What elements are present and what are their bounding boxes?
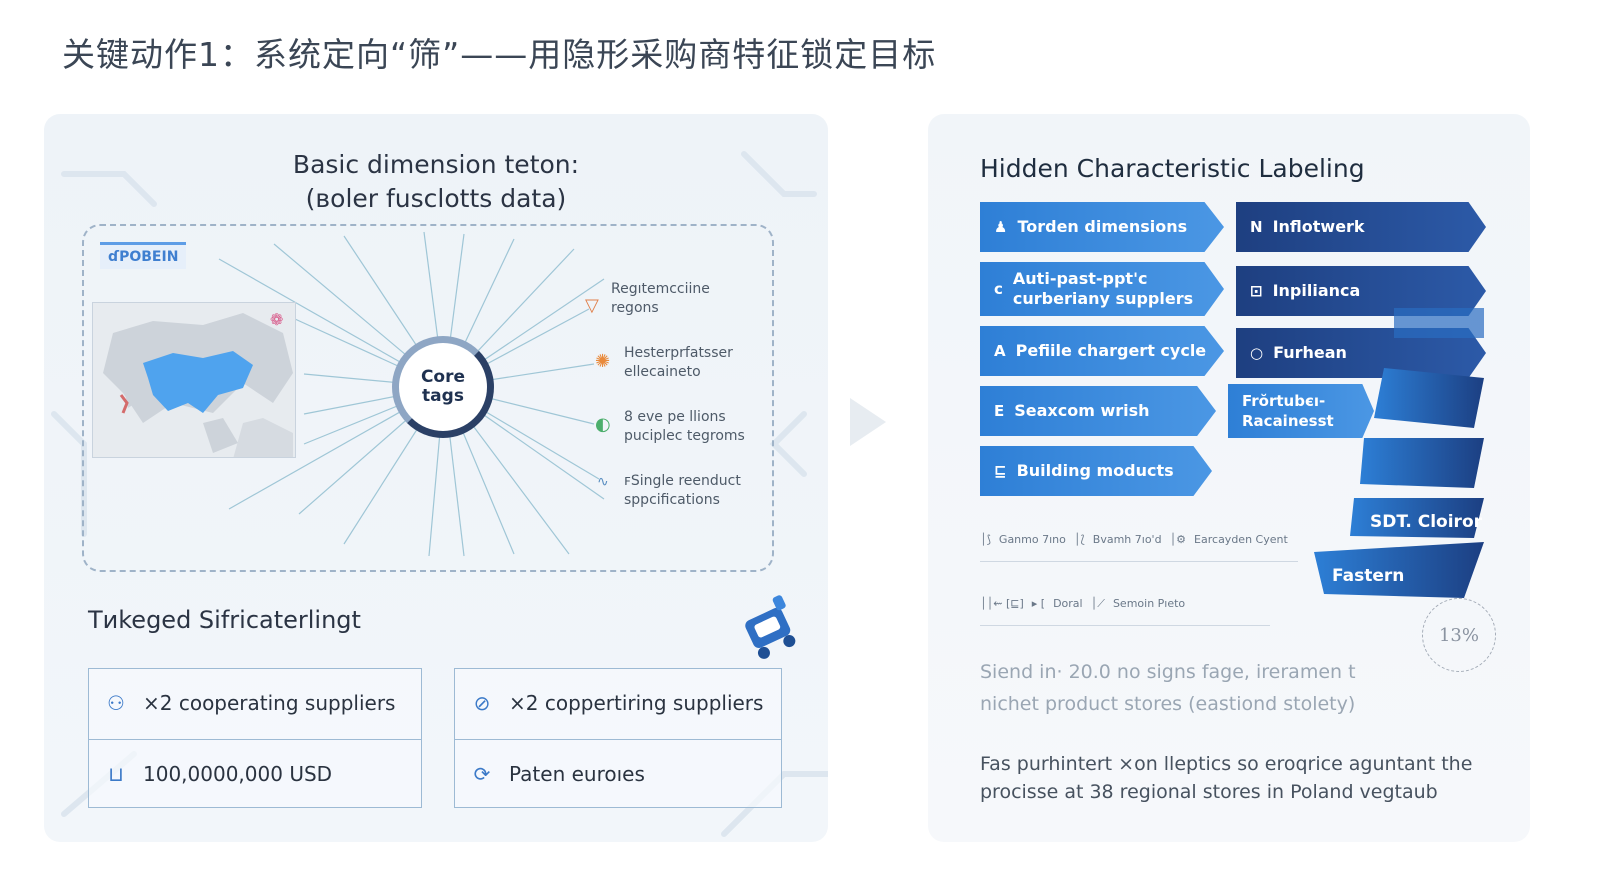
basic-dimension-panel: Basic dimension teton: (воler fusclotts … bbox=[44, 114, 828, 842]
map-frame bbox=[82, 224, 774, 572]
stat-box-left: ⚇ ×2 cooperating suppliers ⊔ 100,0000,00… bbox=[88, 668, 422, 808]
description-paragraph-1: Siend in· 20.0 no signs fage, ireramen t… bbox=[980, 661, 1356, 715]
chevron-profile-cycle: A Pefiile chargert cycle bbox=[980, 326, 1224, 376]
chevron-fortubex: Frŏrtubєı- Racainesst bbox=[1228, 384, 1374, 438]
bracket-icon: │⟆ bbox=[980, 533, 991, 546]
stat-row-patent: ⟳ Paten euroıes bbox=[455, 739, 781, 807]
right-label-regions: Regıtemcciine regons bbox=[611, 281, 710, 316]
europe-tag: ɗPOBEIN bbox=[100, 242, 187, 269]
bracket-icon: │⟅ bbox=[1073, 533, 1085, 546]
chevron-search-wish: E Seaxcom wrish bbox=[980, 386, 1216, 436]
stat-row-usd: ⊔ 100,0000,000 USD bbox=[89, 739, 421, 807]
flow-icon: ││⇜ [⊑] bbox=[980, 597, 1024, 610]
chevron-inpiliance: ⊡ Inpiliancа bbox=[1236, 266, 1486, 316]
wave-icon: ∿ bbox=[597, 474, 609, 490]
core-tags-hub: Core tags bbox=[392, 336, 494, 438]
pin-icon: ▽ bbox=[585, 295, 599, 316]
hidden-characteristic-title: Hidden Characteristic Labeling bbox=[980, 154, 1365, 183]
ribbon-label-sdt: SDT. Cloiror bbox=[1370, 512, 1483, 532]
ribbon-label-fastern: Fastern bbox=[1332, 566, 1405, 586]
pie-icon: ◐ bbox=[595, 414, 611, 435]
chevron-building-products: ⊑ Building moducts bbox=[980, 446, 1212, 496]
chevron-torden-dimensions: ♟ Torden dimensions bbox=[980, 202, 1224, 252]
arrow-right-icon bbox=[850, 398, 886, 446]
robot-icon bbox=[745, 595, 796, 659]
play-icon: ▸ [ bbox=[1031, 597, 1046, 610]
code-row-1: │⟆ Ganmo 7ıno │⟅ Bvamh 7ıo'd │⚙ Earcayde… bbox=[980, 518, 1298, 562]
map-pin-icon: ❁ bbox=[270, 310, 284, 329]
stat-row-competing: ⊘ ×2 coppertiring suppliers bbox=[455, 669, 781, 737]
percentage-seal: 13% bbox=[1422, 598, 1496, 672]
gear-icon: ✺ bbox=[595, 351, 611, 372]
europe-map bbox=[92, 302, 296, 458]
spiral-ribbon bbox=[1314, 308, 1484, 598]
check-circle-icon: ⊘ bbox=[473, 691, 491, 715]
description-paragraph-2: Fas purhintert ×on lleptics so eroqrice … bbox=[980, 753, 1473, 803]
page-title: 关键动作1：系统定向“筛”——用隐形采购商特征锁定目标 bbox=[62, 35, 937, 74]
person-icon: ♟ bbox=[994, 218, 1008, 236]
people-icon: ⚇ bbox=[107, 691, 125, 715]
right-label-specifications: ꜰSingle reenduct sppcifications bbox=[624, 473, 741, 508]
slash-icon: │⟋ bbox=[1090, 596, 1105, 610]
basic-dimension-title: Basic dimension teton: (воler fusclotts … bbox=[292, 150, 580, 213]
chevron-anti-past: c Auti-past-ppt'c curberiany supplers bbox=[980, 262, 1224, 316]
right-label-enterprise: Hesterprfatsser ellecaineto bbox=[624, 345, 733, 380]
hidden-characteristic-panel: Hidden Characteristic Labeling ♟ Torden … bbox=[928, 114, 1530, 842]
refresh-icon: ⟳ bbox=[473, 761, 491, 786]
stat-box-right: ⊘ ×2 coppertiring suppliers ⟳ Paten euro… bbox=[454, 668, 782, 808]
tagged-section-title: Tиkeged Sifricaterlingt bbox=[88, 606, 361, 634]
basket-icon: ⊔ bbox=[108, 761, 124, 786]
gear-small-icon: │⚙ bbox=[1169, 533, 1187, 546]
code-row-2: ││⇜ [⊑] ▸ [ Doral │⟋ Semoin Pıeto bbox=[980, 582, 1270, 626]
chevron-inflotwerk: N Inflotwerk bbox=[1236, 202, 1486, 252]
stat-row-cooperating: ⚇ ×2 cooperating suppliers bbox=[89, 669, 421, 737]
right-label-purchase: 8 eve pe llions puciplec tegroms bbox=[624, 409, 745, 444]
